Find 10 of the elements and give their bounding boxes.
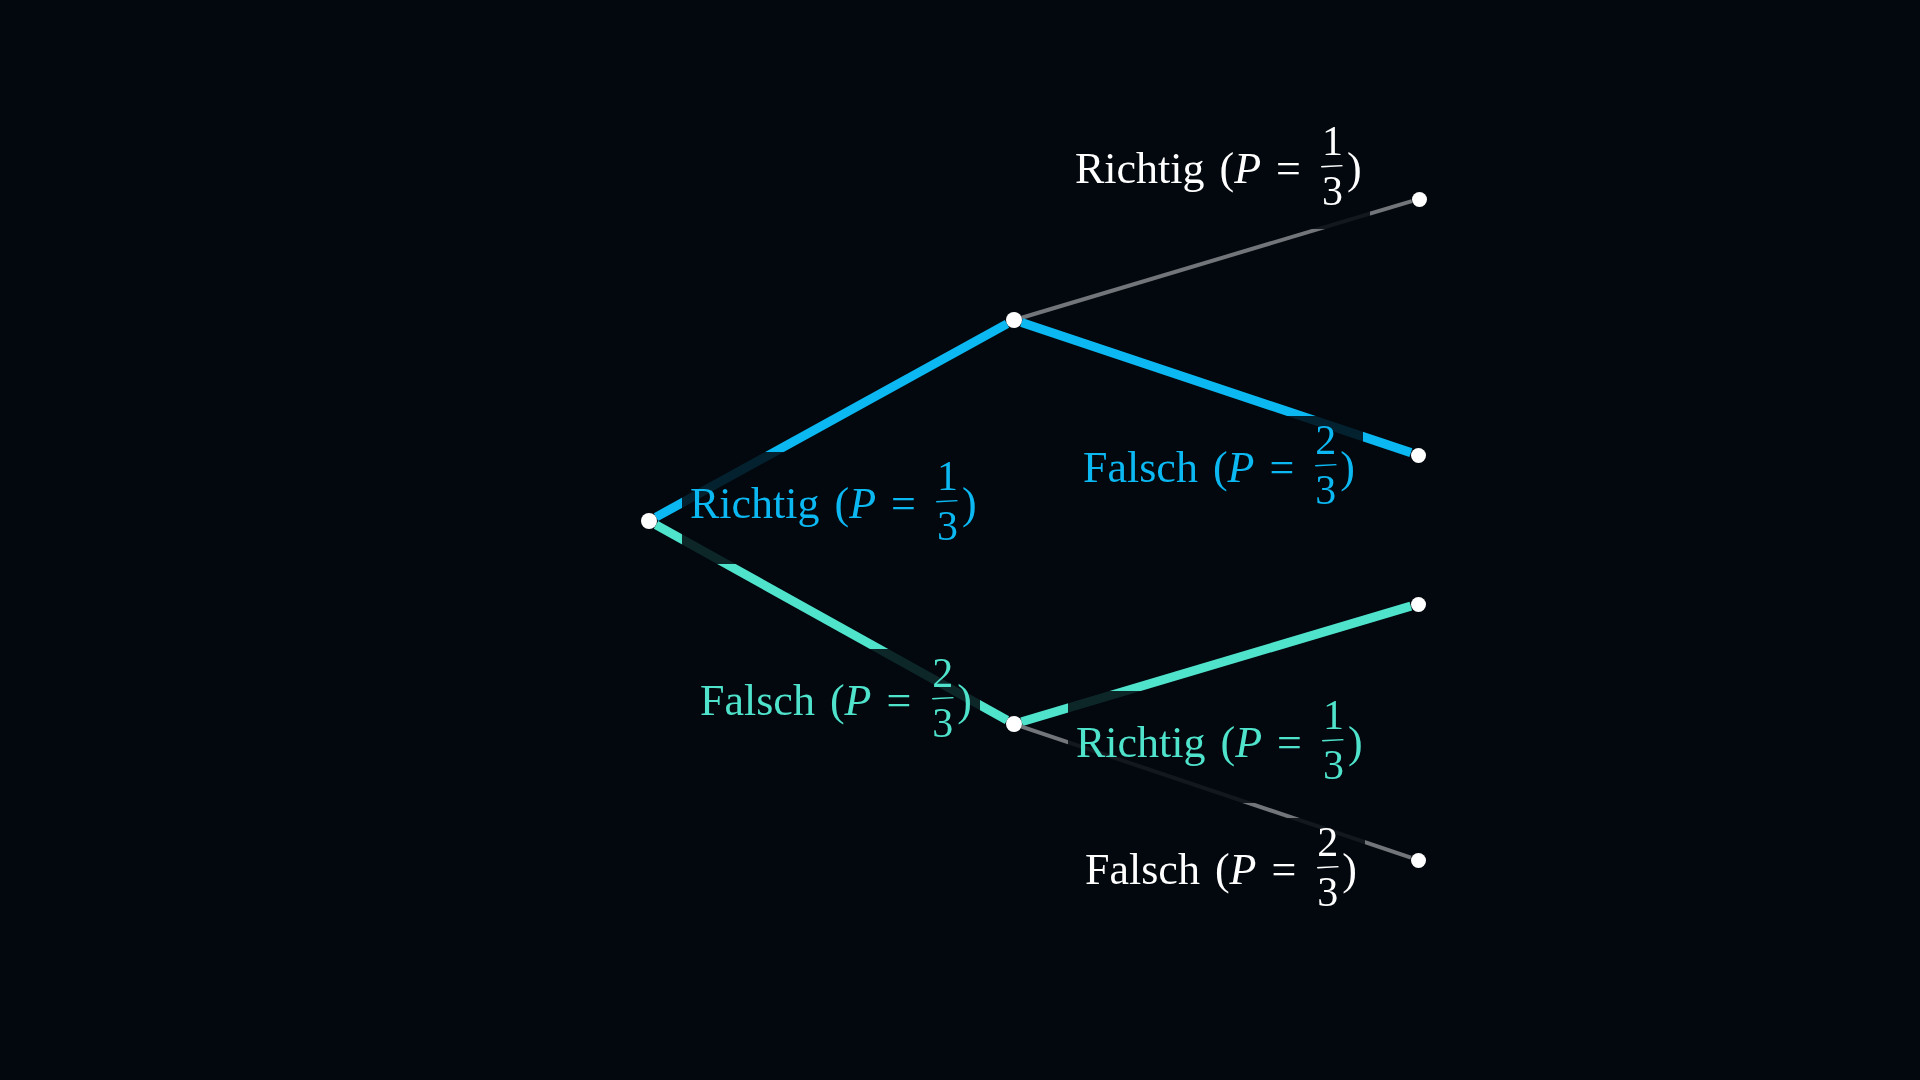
node-dot [1006, 312, 1022, 328]
branch-line [1020, 601, 1413, 727]
node-dot [1006, 716, 1022, 732]
node-dot [1410, 447, 1426, 463]
node-dot [641, 513, 657, 529]
branch-line [1021, 199, 1413, 320]
node-dot [1410, 852, 1426, 868]
node-dot [1410, 596, 1426, 612]
node-dot [1411, 191, 1427, 207]
branch-line [1020, 318, 1413, 457]
